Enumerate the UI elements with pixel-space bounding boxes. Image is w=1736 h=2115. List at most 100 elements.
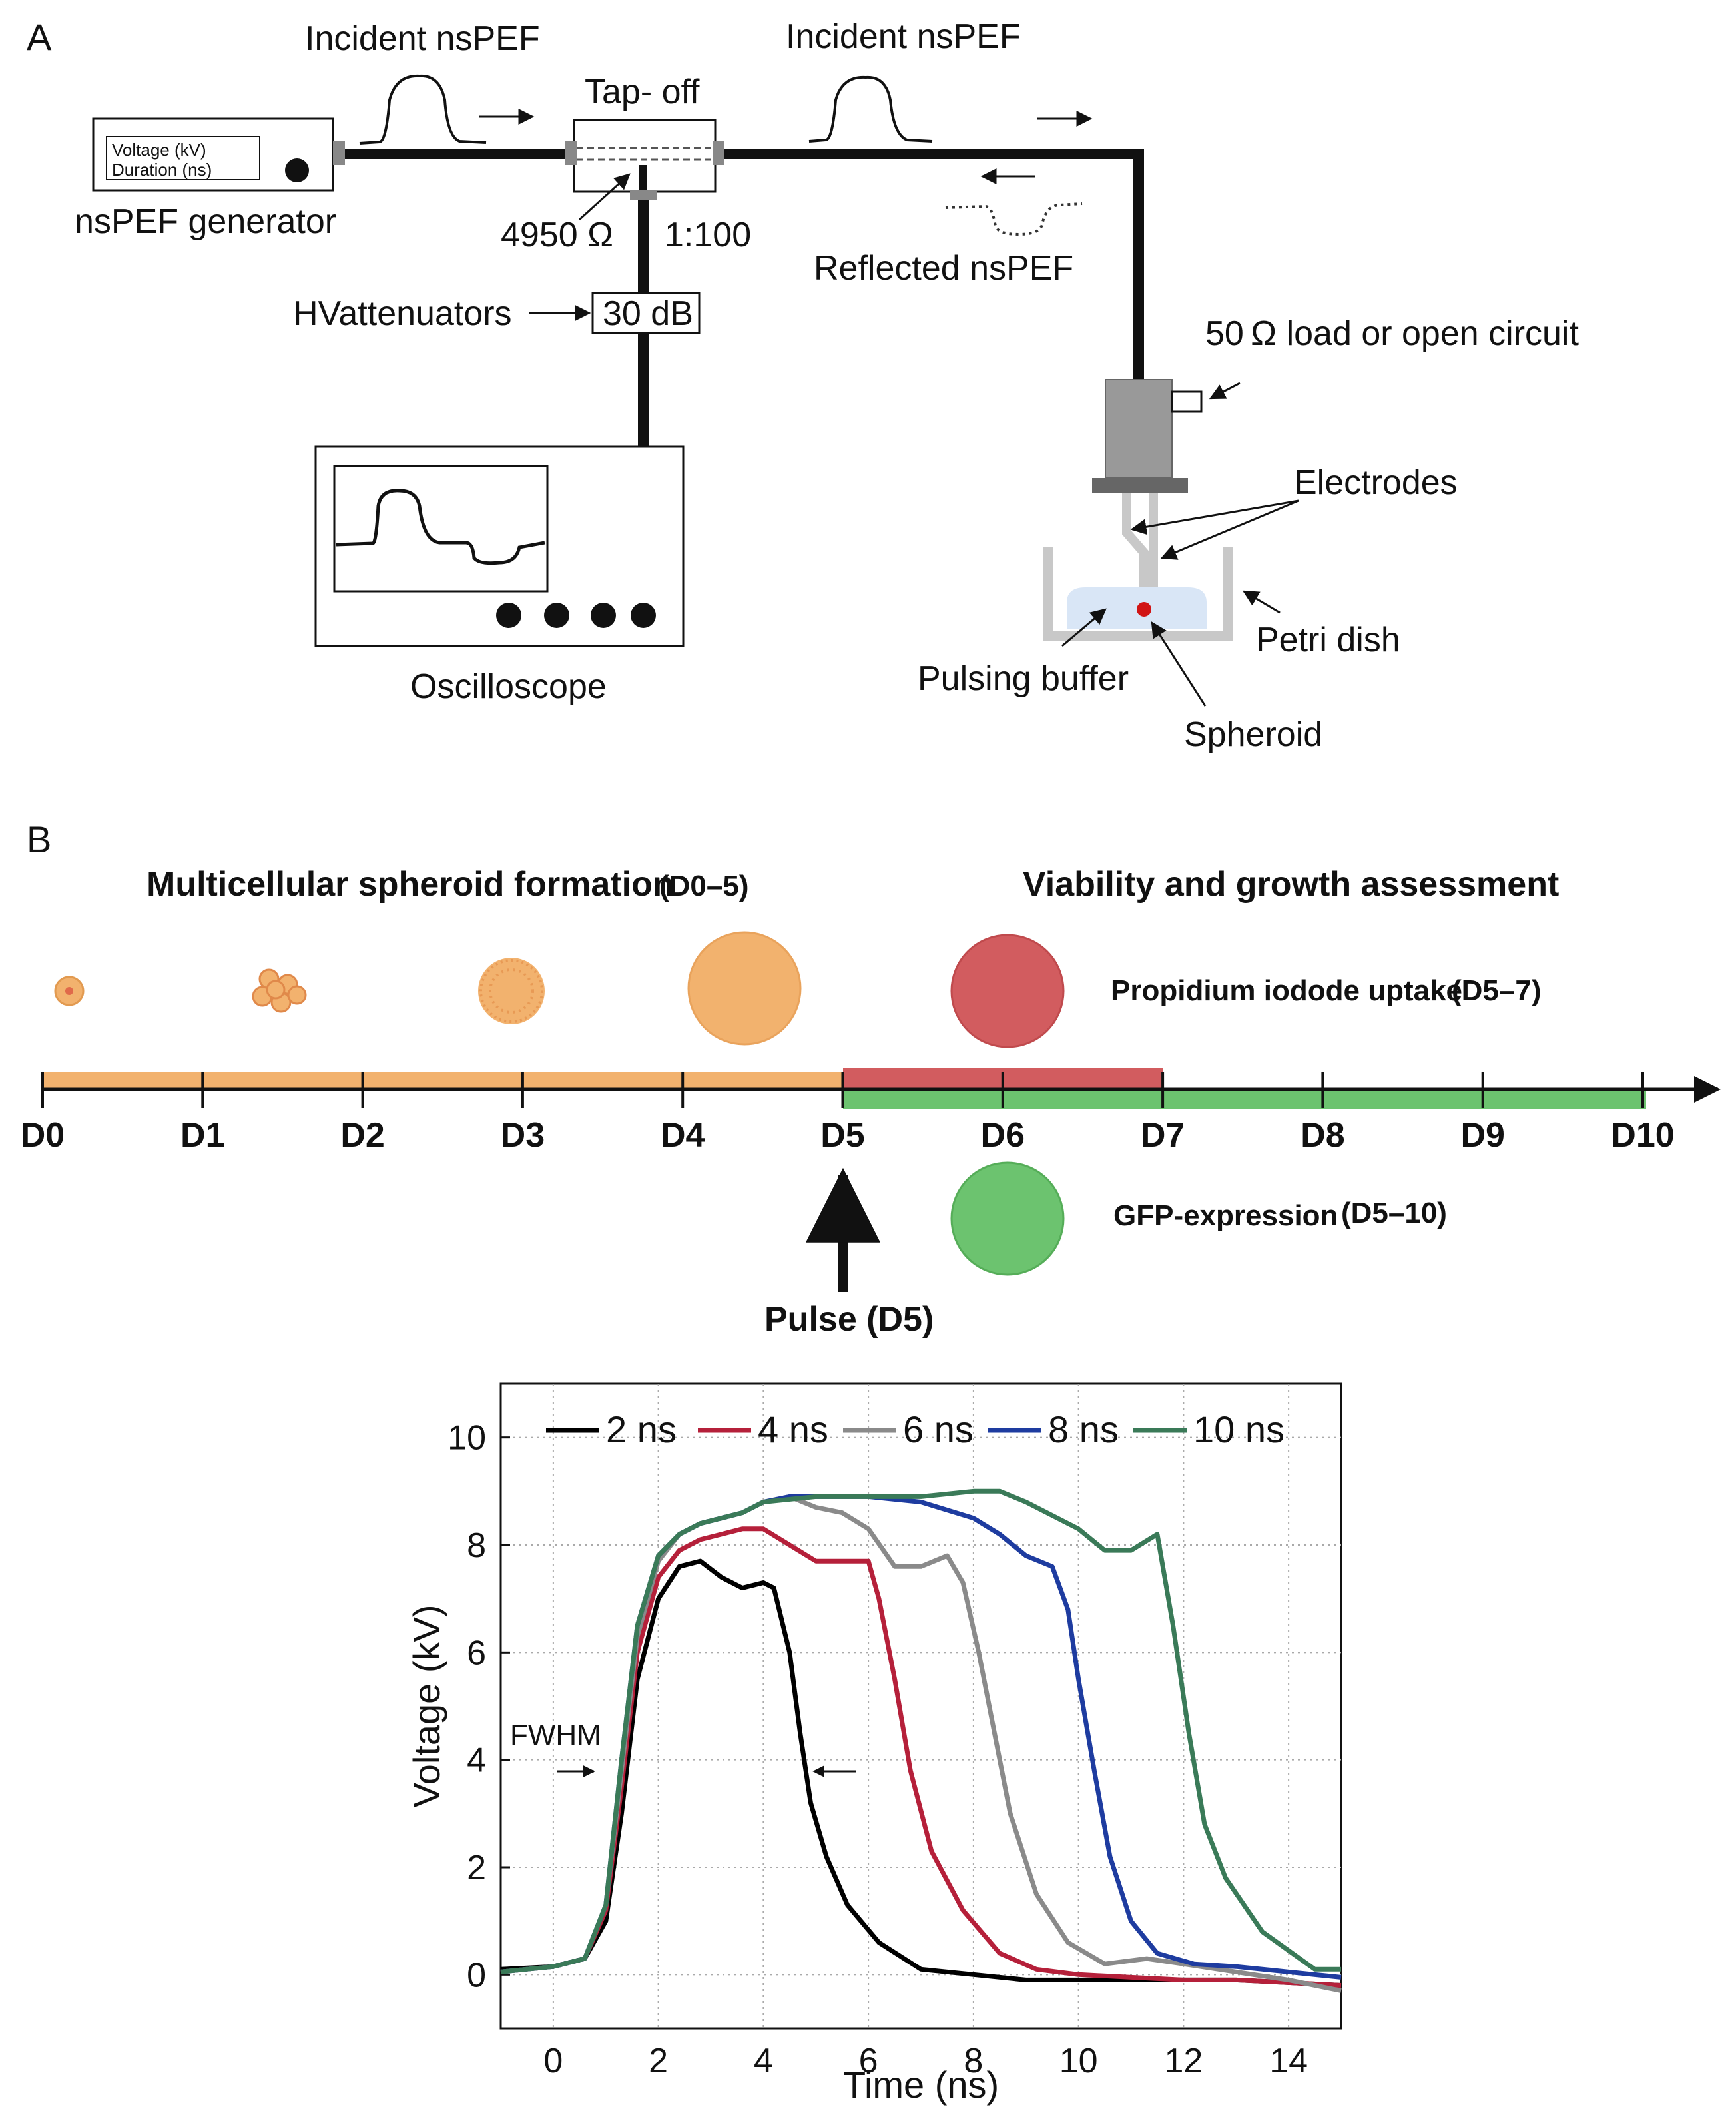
spheroid-label: Spheroid — [1184, 715, 1322, 754]
resistor-value-label: 4950 Ω — [501, 216, 613, 254]
load-label: 50 Ω load or open circuit — [1205, 314, 1579, 353]
cable-to-load — [719, 149, 1144, 380]
gfp-label: GFP-expression — [1113, 1199, 1338, 1232]
electrode-holder — [1105, 379, 1173, 479]
tapoff-right-connector — [713, 141, 724, 165]
series-line-2ns — [500, 1558, 1342, 1988]
pi-label: Propidium iodode uptake — [1111, 974, 1462, 1007]
scope-knob-1 — [496, 603, 521, 628]
day-label: D8 — [1301, 1116, 1344, 1155]
generator-connector — [333, 141, 345, 165]
day-label: D3 — [501, 1116, 545, 1155]
y-tick-label: 8 — [467, 1526, 486, 1565]
fwhm-annotation: FWHM — [510, 1719, 601, 1751]
day-label: D4 — [661, 1116, 705, 1155]
scope-knob-3 — [591, 603, 616, 628]
spheroid-d1-icon — [252, 968, 307, 1013]
generator-label: nsPEF generator — [75, 202, 336, 241]
electrode-left — [1122, 493, 1149, 613]
y-tick-label: 0 — [467, 1956, 486, 1994]
day-label: D6 — [981, 1116, 1025, 1155]
gfp-range: (D5–10) — [1341, 1197, 1447, 1229]
legend-entry: 8 ns — [1048, 1408, 1119, 1450]
tapoff-left-connector — [565, 141, 577, 165]
x-tick-label: 0 — [543, 2042, 563, 2080]
tapoff-resistor — [639, 165, 647, 192]
x-tick-label: 12 — [1164, 2042, 1203, 2080]
pulsing-buffer-label: Pulsing buffer — [918, 659, 1129, 698]
series-line-10ns — [500, 1488, 1341, 1974]
holder-flange — [1092, 478, 1188, 493]
day-label: D7 — [1141, 1116, 1185, 1155]
x-tick-label: 6 — [859, 2042, 878, 2080]
pi-uptake-icon — [950, 934, 1065, 1048]
x-tick-label: 2 — [649, 2042, 668, 2080]
chart-grid — [501, 1384, 1341, 2028]
spheroid-d5-icon — [687, 931, 802, 1046]
spheroid-dot — [1137, 602, 1151, 617]
reflected-pulse — [945, 202, 1083, 236]
oscilloscope-screen — [333, 465, 549, 593]
attenuator-value: 30 dB — [603, 294, 693, 333]
day-label: D0 — [21, 1116, 65, 1155]
chart-ticks: 0 2 4 6 8 10 12 14 0 2 4 6 8 10 — [447, 1419, 1308, 2080]
panel-b-label: B — [27, 818, 51, 860]
electrodes-label: Electrodes — [1294, 463, 1458, 502]
legend-entry: 4 ns — [758, 1408, 828, 1450]
y-tick-label: 4 — [467, 1741, 486, 1780]
generator-display — [106, 136, 260, 180]
assessment-title: Viability and growth assessment — [1023, 865, 1559, 904]
petri-dish-label: Petri dish — [1256, 621, 1400, 659]
gfp-icon — [950, 1161, 1065, 1276]
formation-title: Multicellular spheroid formation — [146, 865, 674, 904]
day-label: D1 — [180, 1116, 224, 1155]
pulse-label: Pulse (D5) — [764, 1300, 934, 1339]
incident-left-label: Incident nsPEF — [305, 19, 540, 58]
x-tick-label: 8 — [964, 2042, 983, 2080]
x-tick-label: 4 — [754, 2042, 773, 2080]
formation-bar — [43, 1072, 843, 1089]
incident-pulse-left — [359, 74, 487, 145]
tapoff-bottom-connector — [630, 190, 657, 200]
oscilloscope-label: Oscilloscope — [410, 667, 607, 706]
x-axis-label: Time (ns) — [843, 2064, 999, 2106]
y-axis-label: Voltage (kV) — [406, 1604, 447, 1807]
day-label: D2 — [340, 1116, 384, 1155]
oscilloscope-trace — [336, 489, 545, 565]
scope-knob-2 — [544, 603, 569, 628]
scope-input — [631, 603, 656, 628]
day-label: D5 — [820, 1116, 864, 1155]
panel-b: B Multicellular spheroid formation (D0–5… — [21, 818, 1721, 1339]
incident-right-label: Incident nsPEF — [786, 17, 1021, 56]
day-ticks: D0 D1 D2 D3 D4 D5 D6 D7 D8 D9 D10 — [21, 1072, 1675, 1155]
y-tick-label: 2 — [467, 1849, 486, 1887]
legend-entry: 10 ns — [1193, 1408, 1285, 1450]
day-label: D9 — [1460, 1116, 1504, 1155]
legend-entry: 6 ns — [903, 1408, 974, 1450]
generator-knob — [285, 158, 309, 182]
load-terminal — [1171, 390, 1203, 413]
plot-frame — [499, 1382, 1342, 2030]
formation-range: (D0–5) — [659, 870, 749, 902]
y-tick-label: 6 — [467, 1634, 486, 1672]
generator-voltage-text: Voltage (kV) — [112, 140, 206, 160]
spheroid-d3-icon — [478, 958, 545, 1024]
panel-a: A Voltage (kV) Duration (ns) nsPEF gener… — [27, 16, 1579, 754]
tapoff-label: Tap- off — [585, 73, 700, 111]
gfp-bar — [843, 1089, 1646, 1109]
generator-duration-text: Duration (ns) — [112, 160, 212, 180]
ratio-label: 1:100 — [665, 216, 751, 254]
panel-a-label: A — [27, 16, 52, 58]
attenuator-box — [591, 292, 701, 334]
pi-range: (D5–7) — [1452, 974, 1542, 1007]
petri-dish — [1043, 547, 1233, 641]
x-tick-label: 14 — [1269, 2042, 1308, 2080]
day-label: D10 — [1611, 1116, 1674, 1155]
incident-pulse-right — [808, 75, 933, 143]
y-tick-label: 10 — [447, 1419, 486, 1458]
reflected-label: Reflected nsPEF — [814, 249, 1073, 288]
x-tick-label: 10 — [1059, 2042, 1098, 2080]
